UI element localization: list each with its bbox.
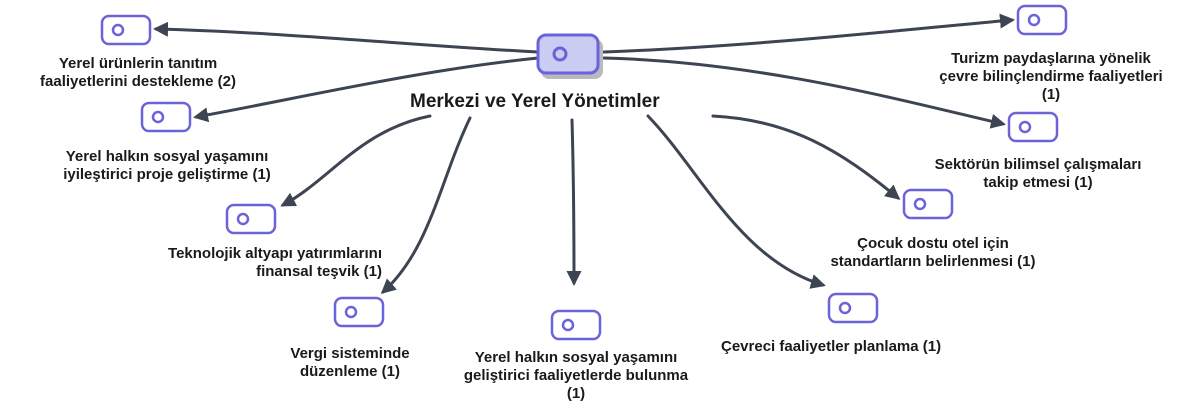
node-1-label: Yerel ürünlerin tanıtım faaliyetlerini d…	[40, 55, 236, 90]
center-tag-icon[interactable]	[536, 33, 606, 81]
node-2-label: Yerel halkın sosyal yaşamını iyileştiric…	[63, 148, 271, 183]
node-7-tag-icon[interactable]	[902, 188, 954, 220]
node-3-tag-icon[interactable]	[225, 203, 277, 235]
edge-5	[566, 118, 582, 286]
node-8-tag-icon[interactable]	[1007, 111, 1059, 143]
node-8-label: Sektörün bilimsel çalışmaları takip etme…	[934, 156, 1142, 191]
center-label: Merkezi ve Yerel Yönetimler	[410, 91, 660, 112]
node-1-tag-icon[interactable]	[100, 14, 152, 46]
edge-7	[711, 114, 901, 200]
node-4-tag-icon[interactable]	[333, 296, 385, 328]
edge-6	[646, 114, 826, 289]
edge-1	[153, 21, 540, 54]
edge-8	[602, 56, 1006, 129]
node-6-label: Çevreci faaliyetler planlama (1)	[721, 338, 942, 355]
node-9-label: Turizm paydaşlarına yönelik çevre bilinç…	[939, 50, 1163, 103]
node-6-tag-icon[interactable]	[827, 292, 879, 324]
node-3-label: Teknolojik altyapı yatırımlarını finansa…	[168, 245, 382, 280]
edge-2	[193, 56, 540, 123]
edge-9	[602, 13, 1015, 54]
node-5-tag-icon[interactable]	[550, 309, 602, 341]
node-5-label: Yerel halkın sosyal yaşamını geliştirici…	[463, 349, 689, 402]
node-4-label: Vergi sisteminde düzenleme (1)	[290, 345, 410, 380]
edge-4	[380, 116, 472, 295]
node-9-tag-icon[interactable]	[1016, 4, 1068, 36]
node-7-label: Çocuk dostu otel için standartların beli…	[830, 235, 1036, 270]
node-2-tag-icon[interactable]	[140, 101, 192, 133]
edge-3	[280, 114, 432, 207]
